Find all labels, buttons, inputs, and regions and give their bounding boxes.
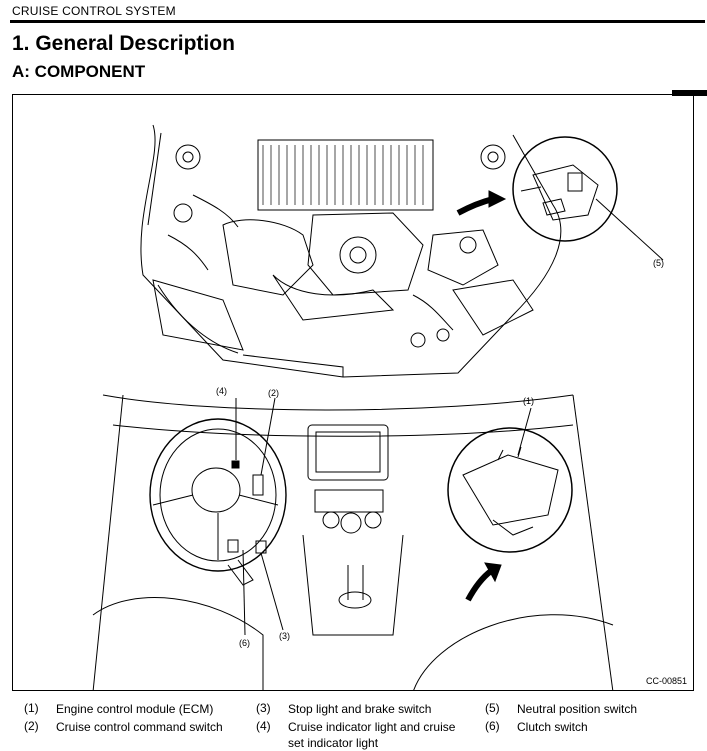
legend-num: (2): [24, 719, 39, 733]
legend-text-cont: set indicator light: [288, 736, 379, 750]
legend-text: Neutral position switch: [517, 702, 638, 716]
legend-text: Stop light and brake switch: [288, 702, 432, 716]
callout-4: (4): [216, 386, 227, 396]
engine-bay-drawing: [140, 124, 664, 378]
engine-and-cabin-illustration: [92, 124, 664, 690]
callout-6: (6): [239, 638, 250, 648]
subsection-title: A: COMPONENT: [12, 62, 146, 81]
callout-3: (3): [279, 631, 290, 641]
legend-num: (5): [485, 701, 500, 715]
legend-num: (6): [485, 719, 500, 733]
running-header: CRUISE CONTROL SYSTEM: [12, 4, 176, 18]
legend-text: Cruise control command switch: [56, 720, 223, 734]
page-tab-mark: [672, 90, 707, 96]
component-figure: (5) (4) (2) (1) (3) (6) CC-00851: [12, 94, 694, 691]
callout-1: (1): [523, 396, 534, 406]
legend-num: (1): [24, 701, 39, 715]
legend-num: (4): [256, 719, 271, 733]
legend-num: (3): [256, 701, 271, 715]
legend-text: Cruise indicator light and cruise: [288, 720, 456, 734]
header-rule: [10, 20, 705, 23]
legend-text: Clutch switch: [517, 720, 588, 734]
figure-code: CC-00851: [645, 676, 687, 686]
section-title: 1. General Description: [12, 32, 235, 55]
callout-2: (2): [268, 388, 279, 398]
cabin-drawing: [92, 394, 614, 690]
callout-5: (5): [653, 258, 664, 268]
legend-text: Engine control module (ECM): [56, 702, 214, 716]
